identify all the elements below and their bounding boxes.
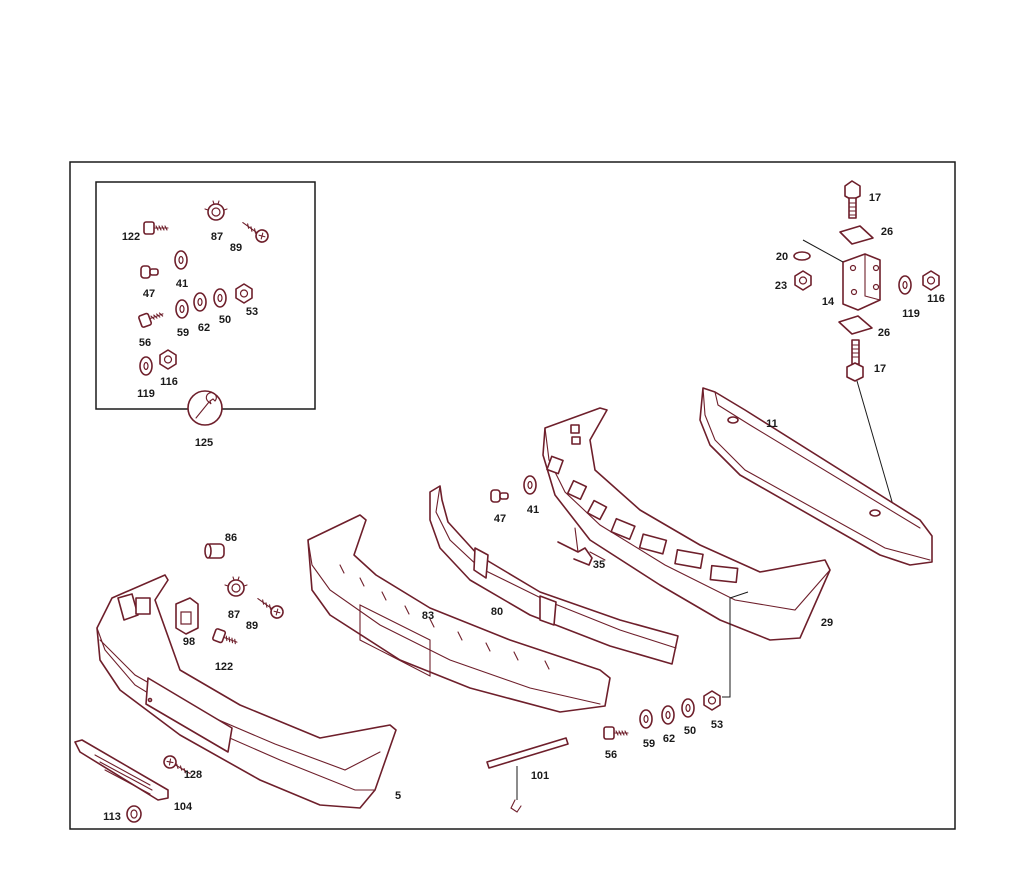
label-56-bottom: 56 <box>605 749 617 761</box>
label-47-mid: 47 <box>494 513 506 525</box>
bracket-14-icon <box>842 253 881 311</box>
label-89: 89 <box>230 242 242 254</box>
label-56: 56 <box>139 337 151 349</box>
label-20: 20 <box>776 251 788 263</box>
label-116: 116 <box>160 376 178 388</box>
label-26-top: 26 <box>881 226 893 238</box>
label-98: 98 <box>183 636 195 648</box>
bumper-cover-5-icon <box>96 574 397 809</box>
label-11: 11 <box>766 418 778 430</box>
label-89-left: 89 <box>246 620 258 632</box>
washer-41-icon <box>174 250 188 270</box>
label-62-bottom: 62 <box>663 733 675 745</box>
wrench-icon <box>187 390 223 426</box>
label-101: 101 <box>531 770 549 782</box>
bolt-17-top-icon <box>844 180 861 219</box>
label-80: 80 <box>491 606 503 618</box>
label-62: 62 <box>198 322 210 334</box>
label-50-bottom: 50 <box>684 725 696 737</box>
label-122: 122 <box>122 231 140 243</box>
label-17-top: 17 <box>869 192 881 204</box>
diagram-frame <box>69 161 956 830</box>
cap-86-icon <box>204 543 225 559</box>
label-59-bottom: 59 <box>643 738 655 750</box>
label-113: 113 <box>103 811 121 823</box>
label-47: 47 <box>143 288 155 300</box>
bolt-122-icon <box>143 221 169 235</box>
shim-26-bottom-icon <box>838 315 873 335</box>
hardware-kit-box <box>95 181 316 410</box>
nut-116-icon <box>159 349 177 370</box>
label-87-left: 87 <box>228 609 240 621</box>
clip-98-icon <box>175 597 199 635</box>
nut-23-icon <box>794 270 812 291</box>
washer-59-bottom-icon <box>639 709 653 729</box>
cap-113-icon <box>126 805 142 823</box>
label-122-left: 122 <box>215 661 233 673</box>
label-53-bottom: 53 <box>711 719 723 731</box>
washer-50-icon <box>213 288 227 308</box>
clip-47-mid-icon <box>490 489 509 503</box>
nut-116-bracket-icon <box>922 270 940 291</box>
label-119: 119 <box>137 388 155 400</box>
washer-41-mid-icon <box>523 475 537 495</box>
label-125: 125 <box>195 437 213 449</box>
label-53: 53 <box>246 306 258 318</box>
label-128: 128 <box>184 769 202 781</box>
clip-47-icon <box>140 265 159 279</box>
bolt-17-bottom-icon <box>846 339 864 382</box>
label-59: 59 <box>177 327 189 339</box>
label-41-mid: 41 <box>527 504 539 516</box>
screw-89-left-icon <box>253 597 286 621</box>
label-116-bracket: 116 <box>927 293 945 305</box>
washer-50-bottom-icon <box>681 698 695 718</box>
label-17-bottom: 17 <box>874 363 886 375</box>
spring-nut-87-icon <box>204 200 228 221</box>
grille-104-icon <box>74 739 169 801</box>
label-23: 23 <box>775 280 787 292</box>
label-41: 41 <box>176 278 188 290</box>
washer-119-icon <box>139 356 153 376</box>
label-26-bottom: 26 <box>878 327 890 339</box>
absorber-11-icon <box>699 387 933 566</box>
bolt-56-bottom-icon <box>603 726 629 740</box>
label-87: 87 <box>211 231 223 243</box>
washer-62-bottom-icon <box>661 705 675 725</box>
screw-89-icon <box>238 221 271 245</box>
label-50: 50 <box>219 314 231 326</box>
label-104: 104 <box>174 801 193 813</box>
bracket-5-top-icon <box>135 597 151 615</box>
bolt-122-left-icon <box>211 627 240 649</box>
wire-35-icon <box>557 527 606 566</box>
label-83: 83 <box>422 610 434 622</box>
nut-53-bottom-icon <box>703 690 721 711</box>
inner-bumper-83-icon <box>307 514 611 713</box>
washer-20-icon <box>793 251 811 261</box>
strip-101-icon <box>486 737 569 813</box>
spring-nut-87-left-icon <box>224 576 248 597</box>
trim-strip-80-icon <box>429 485 679 665</box>
label-35: 35 <box>593 559 605 571</box>
label-119-bracket: 119 <box>902 308 920 320</box>
label-5: 5 <box>395 790 401 802</box>
bolt-56-icon <box>137 307 166 329</box>
carrier-29-icon <box>542 407 831 641</box>
label-29: 29 <box>821 617 833 629</box>
washer-62-icon <box>193 292 207 312</box>
washer-119-bracket-icon <box>898 275 912 295</box>
nut-53-icon <box>235 283 253 304</box>
label-14: 14 <box>822 296 835 308</box>
label-86: 86 <box>225 532 237 544</box>
shim-26-top-icon <box>839 225 874 245</box>
washer-59-icon <box>175 299 189 319</box>
